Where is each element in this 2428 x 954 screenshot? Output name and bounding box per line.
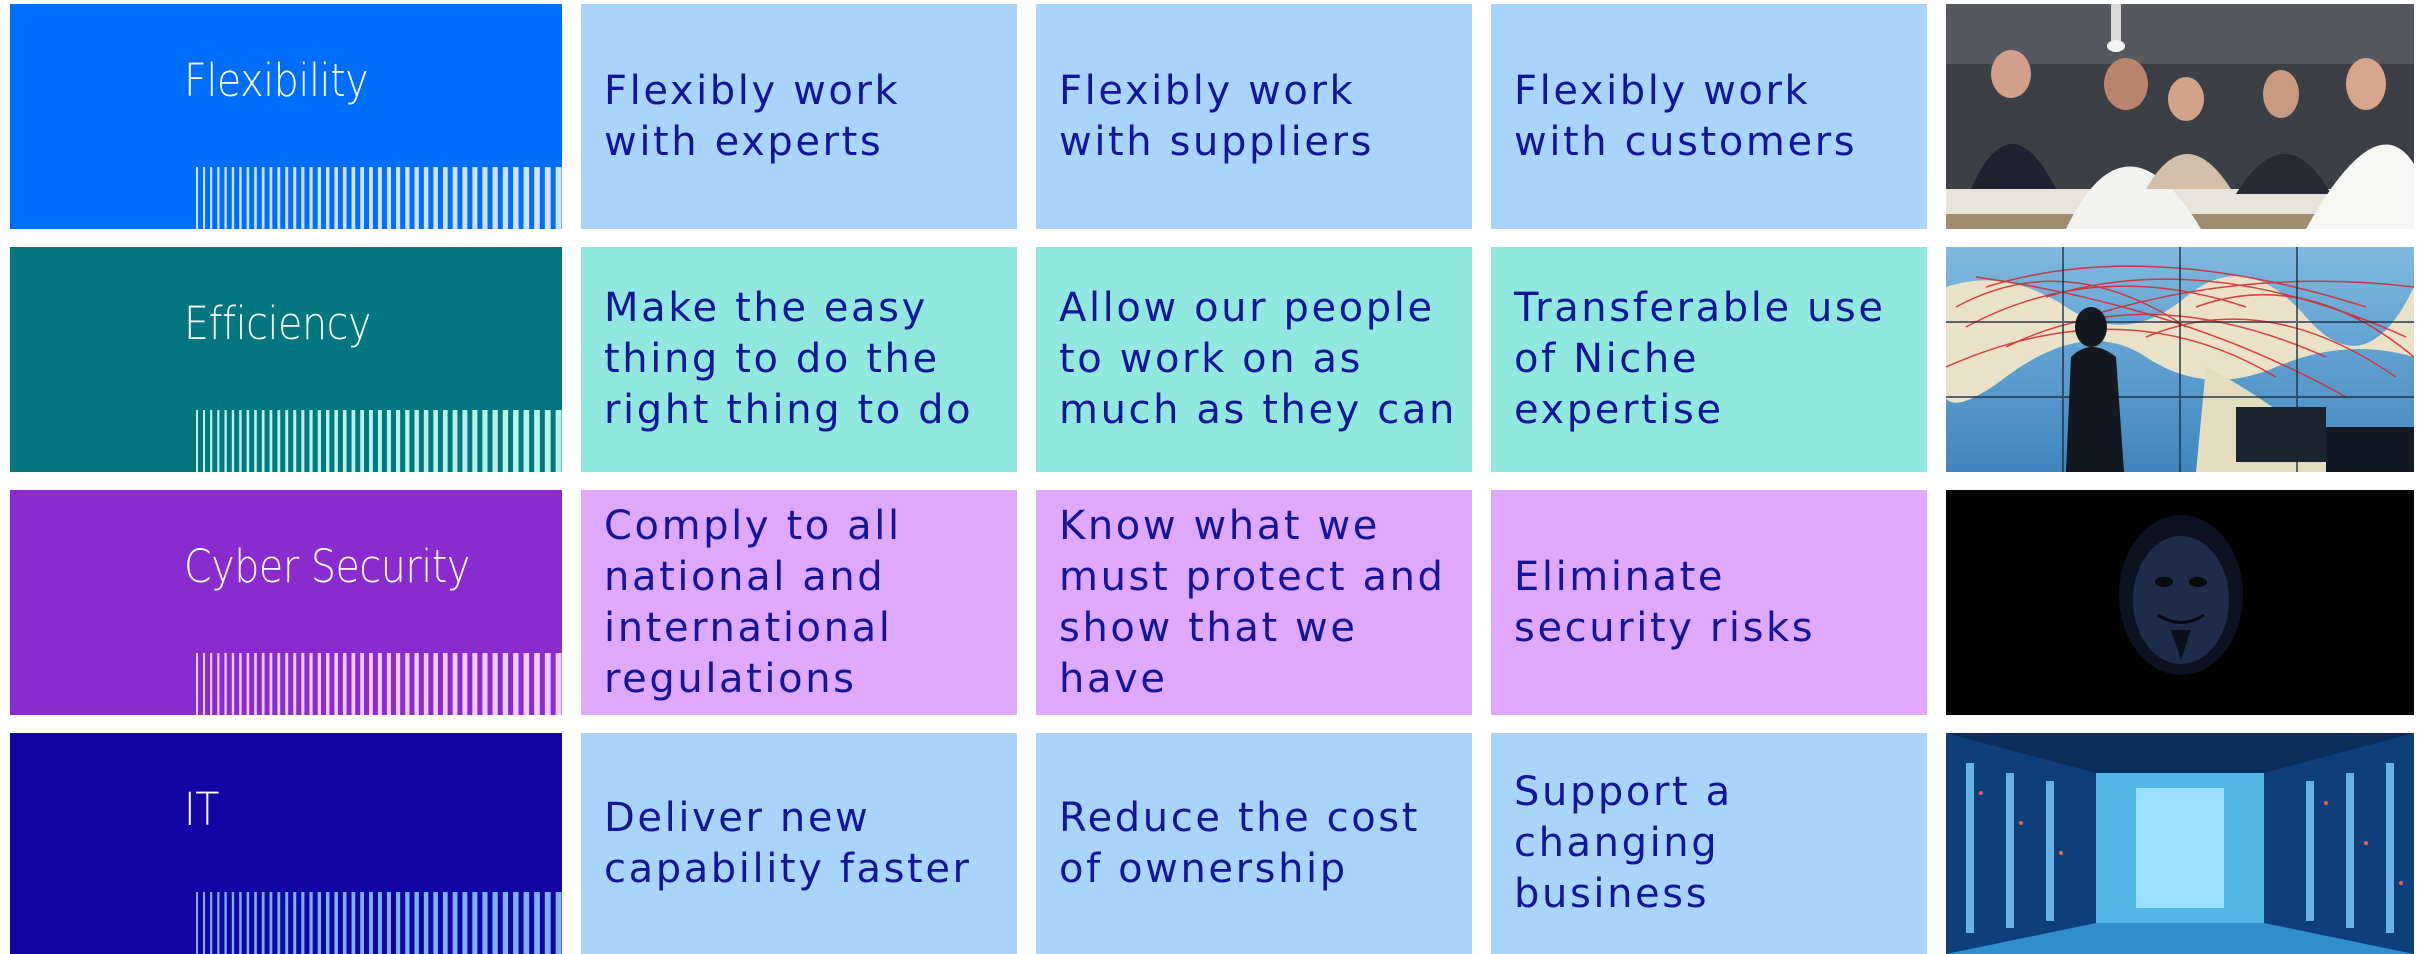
row-it: IT Deliver new capability faster Reduce …: [0, 733, 2428, 954]
goal-cell: Eliminate security risks: [1491, 490, 1927, 715]
goal-text: Flexibly work with experts: [604, 67, 901, 165]
goal-text: Make the easy thing to do the right thin…: [604, 285, 974, 433]
row-heading: Cyber Security: [184, 540, 470, 593]
row-header: Cyber Security: [10, 490, 562, 715]
row-heading: IT: [184, 783, 219, 836]
goal-cell: Support a changing business: [1491, 733, 1927, 954]
goal-text: Flexibly work with suppliers: [1059, 67, 1375, 165]
goal-cell: Allow our people to work on as much as t…: [1036, 247, 1472, 472]
goal-cell: Flexibly work with experts: [581, 4, 1017, 229]
world-map-video-wall-photo: [1946, 247, 2414, 472]
barcode-decoration: [196, 410, 562, 472]
business-meeting-photo: [1946, 4, 2414, 229]
goal-text: Flexibly work with customers: [1514, 67, 1858, 165]
goal-cell: Transferable use of Niche expertise: [1491, 247, 1927, 472]
row-heading: Efficiency: [184, 297, 371, 350]
goal-text: Eliminate security risks: [1514, 553, 1816, 651]
row-header: IT: [10, 733, 562, 954]
row-efficiency: Efficiency Make the easy thing to do the…: [0, 247, 2428, 472]
barcode-decoration: [196, 653, 562, 715]
goal-cell: Flexibly work with customers: [1491, 4, 1927, 229]
goal-text: Reduce the cost of ownership: [1059, 794, 1421, 892]
goal-cell: Comply to all national and international…: [581, 490, 1017, 715]
masked-hacker-photo: [1946, 490, 2414, 715]
goal-cell: Know what we must protect and show that …: [1036, 490, 1472, 715]
goal-text: Transferable use of Niche expertise: [1514, 285, 1886, 433]
goal-text: Allow our people to work on as much as t…: [1059, 285, 1457, 433]
barcode-decoration: [196, 167, 562, 229]
row-flexibility: Flexibility Flexibly work with experts F…: [0, 4, 2428, 229]
goal-cell: Reduce the cost of ownership: [1036, 733, 1472, 954]
row-cyber-security: Cyber Security Comply to all national an…: [0, 490, 2428, 715]
barcode-decoration: [196, 892, 562, 954]
goal-text: Know what we must protect and show that …: [1059, 502, 1446, 702]
goal-cell: Flexibly work with suppliers: [1036, 4, 1472, 229]
goal-text: Comply to all national and international…: [604, 502, 902, 702]
row-header: Flexibility: [10, 4, 562, 229]
row-heading: Flexibility: [184, 54, 369, 107]
goal-cell: Make the easy thing to do the right thin…: [581, 247, 1017, 472]
server-room-photo: [1946, 733, 2414, 954]
goal-text: Deliver new capability faster: [604, 794, 972, 892]
goal-text: Support a changing business: [1514, 769, 1733, 917]
goal-cell: Deliver new capability faster: [581, 733, 1017, 954]
row-header: Efficiency: [10, 247, 562, 472]
